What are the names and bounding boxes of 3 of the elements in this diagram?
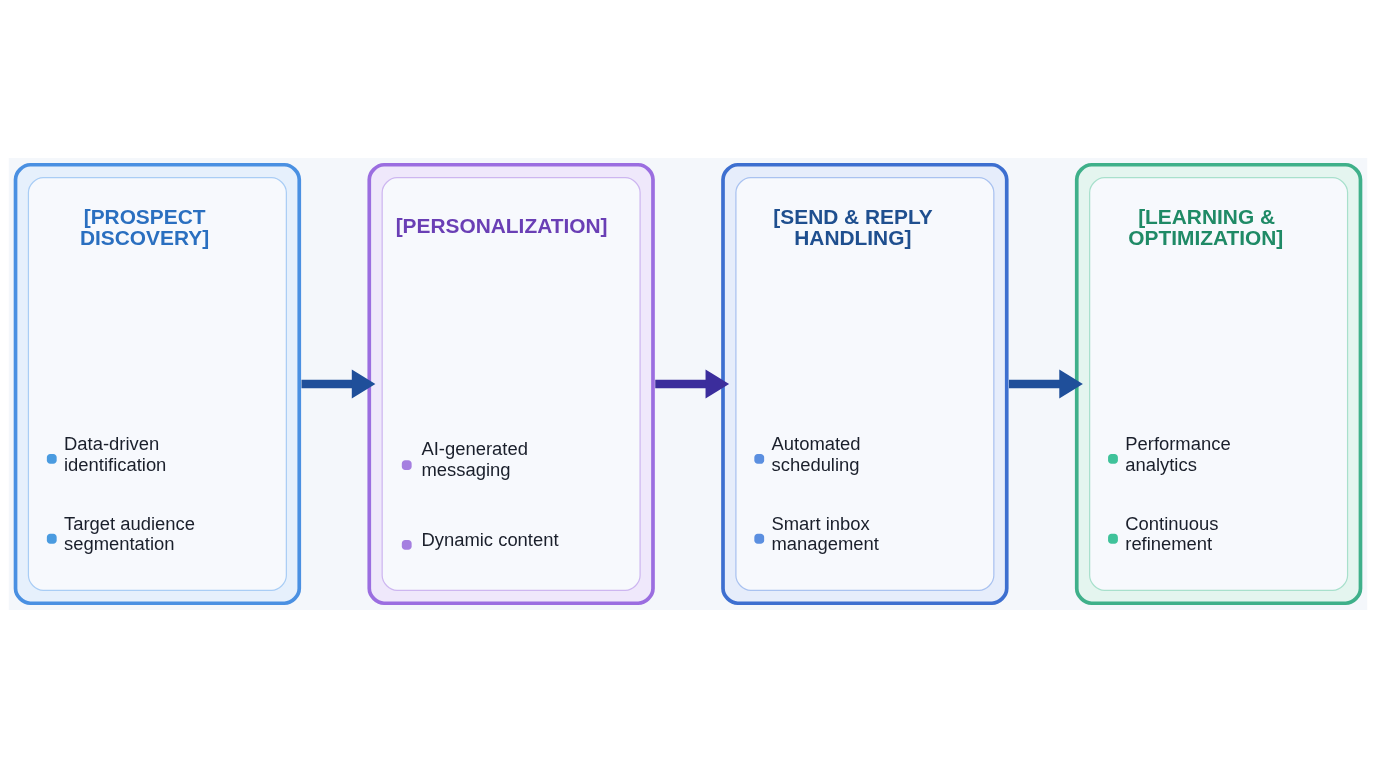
arrow [301, 369, 376, 399]
arrow [655, 369, 730, 399]
arrow [1009, 369, 1083, 399]
